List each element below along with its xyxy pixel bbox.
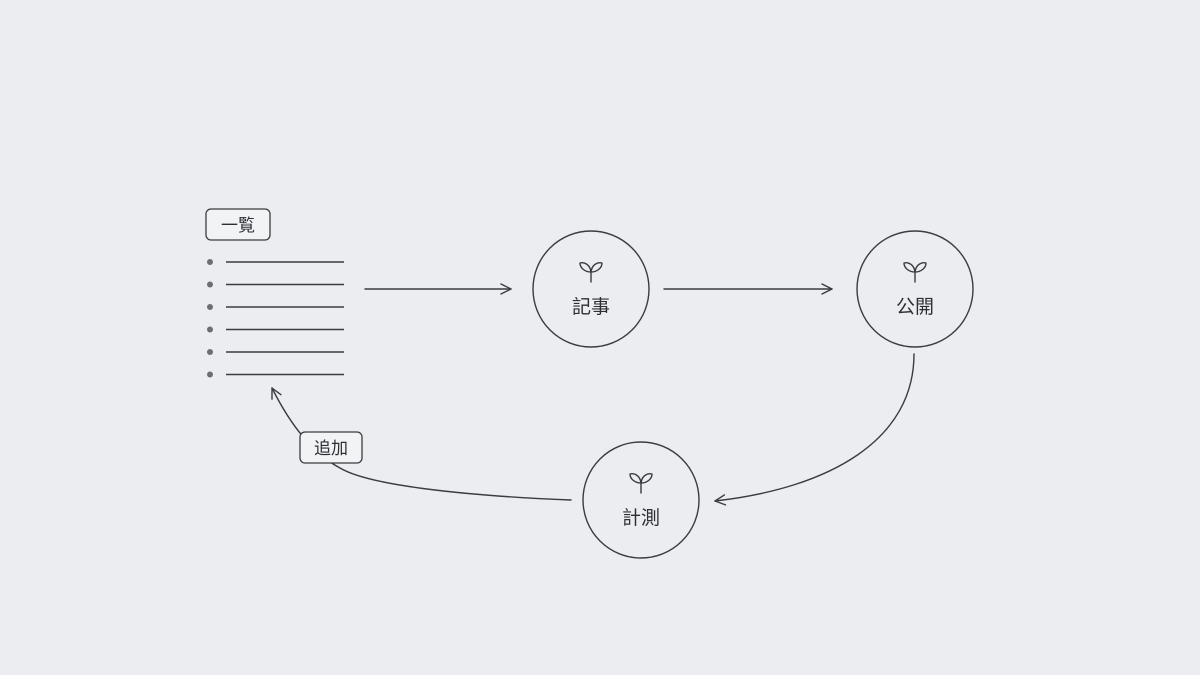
node-measure: 計測 xyxy=(582,441,700,559)
edge-measure-to-list xyxy=(271,387,572,501)
node-publish: 公開 xyxy=(856,230,974,348)
node-article-label: 記事 xyxy=(572,296,610,318)
list-row xyxy=(207,281,344,288)
list-tag-label: 一覧 xyxy=(221,216,255,236)
node-measure-label: 計測 xyxy=(622,507,660,529)
edge-publish-to-measure xyxy=(714,353,915,506)
list-bullet xyxy=(207,326,213,333)
list-bullet xyxy=(207,281,213,288)
node-measure-circle xyxy=(582,441,700,559)
sprout-icon xyxy=(903,262,927,283)
add-tag: 追加 xyxy=(299,431,363,464)
list-tag-box xyxy=(205,208,271,241)
sprout-icon xyxy=(579,262,603,283)
list-bullet xyxy=(207,349,213,355)
list-row xyxy=(207,304,344,310)
add-tag-box xyxy=(299,431,363,464)
list-row xyxy=(207,371,344,378)
add-tag-label: 追加 xyxy=(314,439,348,459)
list-tag: 一覧 xyxy=(205,208,271,241)
node-article-circle xyxy=(532,230,650,348)
list-bullet xyxy=(207,304,213,310)
node-publish-label: 公開 xyxy=(896,296,934,318)
bullet-list xyxy=(207,259,344,378)
list-row xyxy=(207,349,344,355)
list-row xyxy=(207,326,344,333)
node-publish-circle xyxy=(856,230,974,348)
list-row xyxy=(207,259,344,265)
node-article: 記事 xyxy=(532,230,650,348)
list-bullet xyxy=(207,371,213,378)
sprout-icon xyxy=(629,473,653,494)
list-bullet xyxy=(207,259,213,265)
